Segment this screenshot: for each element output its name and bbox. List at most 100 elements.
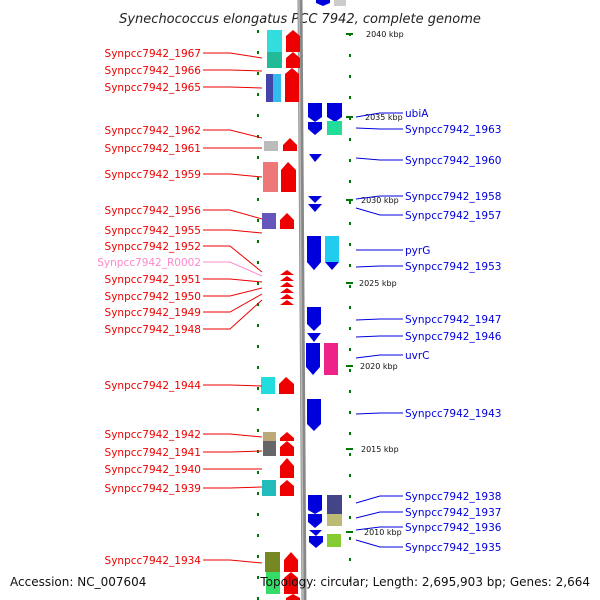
gene-box[interactable] (267, 52, 282, 68)
left-feature-label[interactable]: Synpcc7942_1940 (105, 464, 201, 476)
right-feature-label[interactable]: pyrG (405, 245, 430, 257)
gene-arrow[interactable] (280, 458, 294, 478)
left-feature-label[interactable]: Synpcc7942_1944 (105, 380, 202, 392)
gene-box[interactable] (267, 30, 282, 52)
gene-arrow[interactable] (280, 480, 294, 496)
tick-dot (257, 282, 259, 285)
right-feature-label[interactable]: Synpcc7942_1963 (405, 124, 501, 136)
right-feature-label[interactable]: Synpcc7942_1957 (405, 210, 501, 222)
gene-box[interactable] (325, 236, 339, 262)
left-feature-label[interactable]: Synpcc7942_1939 (105, 483, 201, 495)
left-feature-label[interactable]: Synpcc7942_1934 (105, 555, 202, 567)
left-feature-label[interactable]: Synpcc7942_1951 (105, 274, 201, 286)
left-feature-label[interactable]: Synpcc7942_1965 (105, 82, 201, 94)
gene-box[interactable] (266, 74, 273, 102)
right-feature-label[interactable]: Synpcc7942_1958 (405, 191, 501, 203)
gene-arrow[interactable] (280, 276, 294, 281)
gene-arrow[interactable] (286, 52, 300, 68)
gene-arrow[interactable] (307, 399, 321, 431)
gene-box[interactable] (327, 121, 342, 135)
right-feature-label[interactable]: Synpcc7942_1960 (405, 155, 501, 167)
gene-box[interactable] (334, 0, 346, 6)
left-feature-label[interactable]: Synpcc7942_1948 (105, 324, 201, 336)
right-feature-label[interactable]: Synpcc7942_1937 (405, 507, 501, 519)
left-leader-line (203, 450, 263, 453)
left-feature-label[interactable]: Synpcc7942_1949 (105, 307, 201, 319)
gene-arrow[interactable] (307, 333, 321, 342)
gene-arrow[interactable] (308, 204, 322, 212)
left-feature-label[interactable]: Synpcc7942_1961 (105, 143, 201, 155)
gene-arrow[interactable] (279, 377, 294, 394)
gene-box[interactable] (264, 141, 278, 151)
gene-arrow[interactable] (286, 30, 300, 52)
gene-arrow[interactable] (308, 122, 322, 135)
gene-box[interactable] (263, 441, 276, 456)
gene-arrow[interactable] (308, 514, 322, 528)
left-feature-label[interactable]: Synpcc7942_1966 (105, 65, 202, 77)
gene-box[interactable] (262, 480, 276, 496)
right-feature-label[interactable]: ubiA (405, 108, 429, 120)
left-feature-label[interactable]: Synpcc7942_1950 (105, 291, 201, 303)
gene-arrow[interactable] (308, 196, 322, 203)
left-feature-label[interactable]: Synpcc7942_1956 (105, 205, 202, 217)
gene-box[interactable] (327, 495, 342, 514)
right-feature-label[interactable]: Synpcc7942_1947 (405, 314, 501, 326)
gene-arrow[interactable] (316, 0, 330, 6)
left-feature-label[interactable]: Synpcc7942_1942 (105, 429, 201, 441)
gene-box[interactable] (262, 213, 276, 229)
gene-arrow[interactable] (280, 432, 294, 441)
gene-arrow[interactable] (327, 103, 342, 122)
gene-arrow[interactable] (308, 495, 322, 514)
gene-arrow[interactable] (280, 294, 294, 299)
right-feature-label[interactable]: Synpcc7942_1953 (405, 261, 501, 273)
gene-arrow[interactable] (325, 262, 339, 270)
right-feature-label[interactable]: uvrC (405, 350, 430, 362)
left-feature-label[interactable]: Synpcc7942_1955 (105, 225, 201, 237)
gene-arrow[interactable] (309, 530, 322, 536)
right-leader-line (355, 526, 403, 531)
gene-arrow[interactable] (281, 162, 296, 192)
gene-arrow[interactable] (283, 138, 297, 151)
gene-arrow[interactable] (280, 441, 294, 456)
right-feature-label[interactable]: Synpcc7942_1938 (405, 491, 501, 503)
gene-box[interactable] (266, 572, 280, 594)
gene-arrow[interactable] (307, 307, 321, 331)
left-feature-label[interactable]: Synpcc7942_1962 (105, 125, 201, 137)
right-feature-label[interactable]: Synpcc7942_1935 (405, 542, 501, 554)
right-feature-label[interactable]: Synpcc7942_1943 (405, 408, 501, 420)
gene-arrow[interactable] (307, 236, 321, 270)
gene-box[interactable] (273, 74, 281, 102)
gene-box[interactable] (263, 162, 278, 192)
left-feature-label[interactable]: Synpcc7942_1959 (105, 169, 201, 181)
tick-dot (257, 240, 259, 243)
gene-arrow[interactable] (306, 343, 320, 375)
tick-dot (349, 159, 351, 162)
gene-arrow[interactable] (280, 282, 294, 287)
gene-arrow[interactable] (284, 572, 298, 594)
gene-arrow[interactable] (280, 300, 294, 305)
right-feature-label[interactable]: Synpcc7942_1936 (405, 522, 502, 534)
gene-arrow[interactable] (308, 103, 322, 122)
gene-box[interactable] (261, 377, 275, 394)
gene-arrow[interactable] (280, 288, 294, 293)
gene-arrow[interactable] (309, 154, 322, 162)
gene-arrow[interactable] (286, 594, 300, 600)
left-feature-label[interactable]: Synpcc7942_1967 (105, 48, 201, 60)
gene-arrow[interactable] (280, 213, 294, 229)
left-feature-label[interactable]: Synpcc7942_1941 (105, 447, 201, 459)
gene-arrow[interactable] (309, 536, 323, 548)
gene-box[interactable] (265, 552, 280, 572)
left-feature-label[interactable]: Synpcc7942_1952 (105, 241, 201, 253)
left-feature-label[interactable]: Synpcc7942_R0002 (97, 257, 201, 269)
gene-arrow[interactable] (284, 552, 298, 572)
right-feature-label[interactable]: Synpcc7942_1946 (405, 331, 502, 343)
right-leader-line (355, 157, 403, 161)
gene-box[interactable] (263, 432, 276, 441)
gene-arrow[interactable] (285, 68, 299, 102)
gene-box[interactable] (324, 343, 338, 375)
gene-box[interactable] (327, 514, 342, 526)
left-leader-line (203, 173, 263, 178)
gene-box[interactable] (327, 534, 341, 547)
left-leader-line (203, 559, 263, 564)
gene-arrow[interactable] (280, 270, 294, 275)
